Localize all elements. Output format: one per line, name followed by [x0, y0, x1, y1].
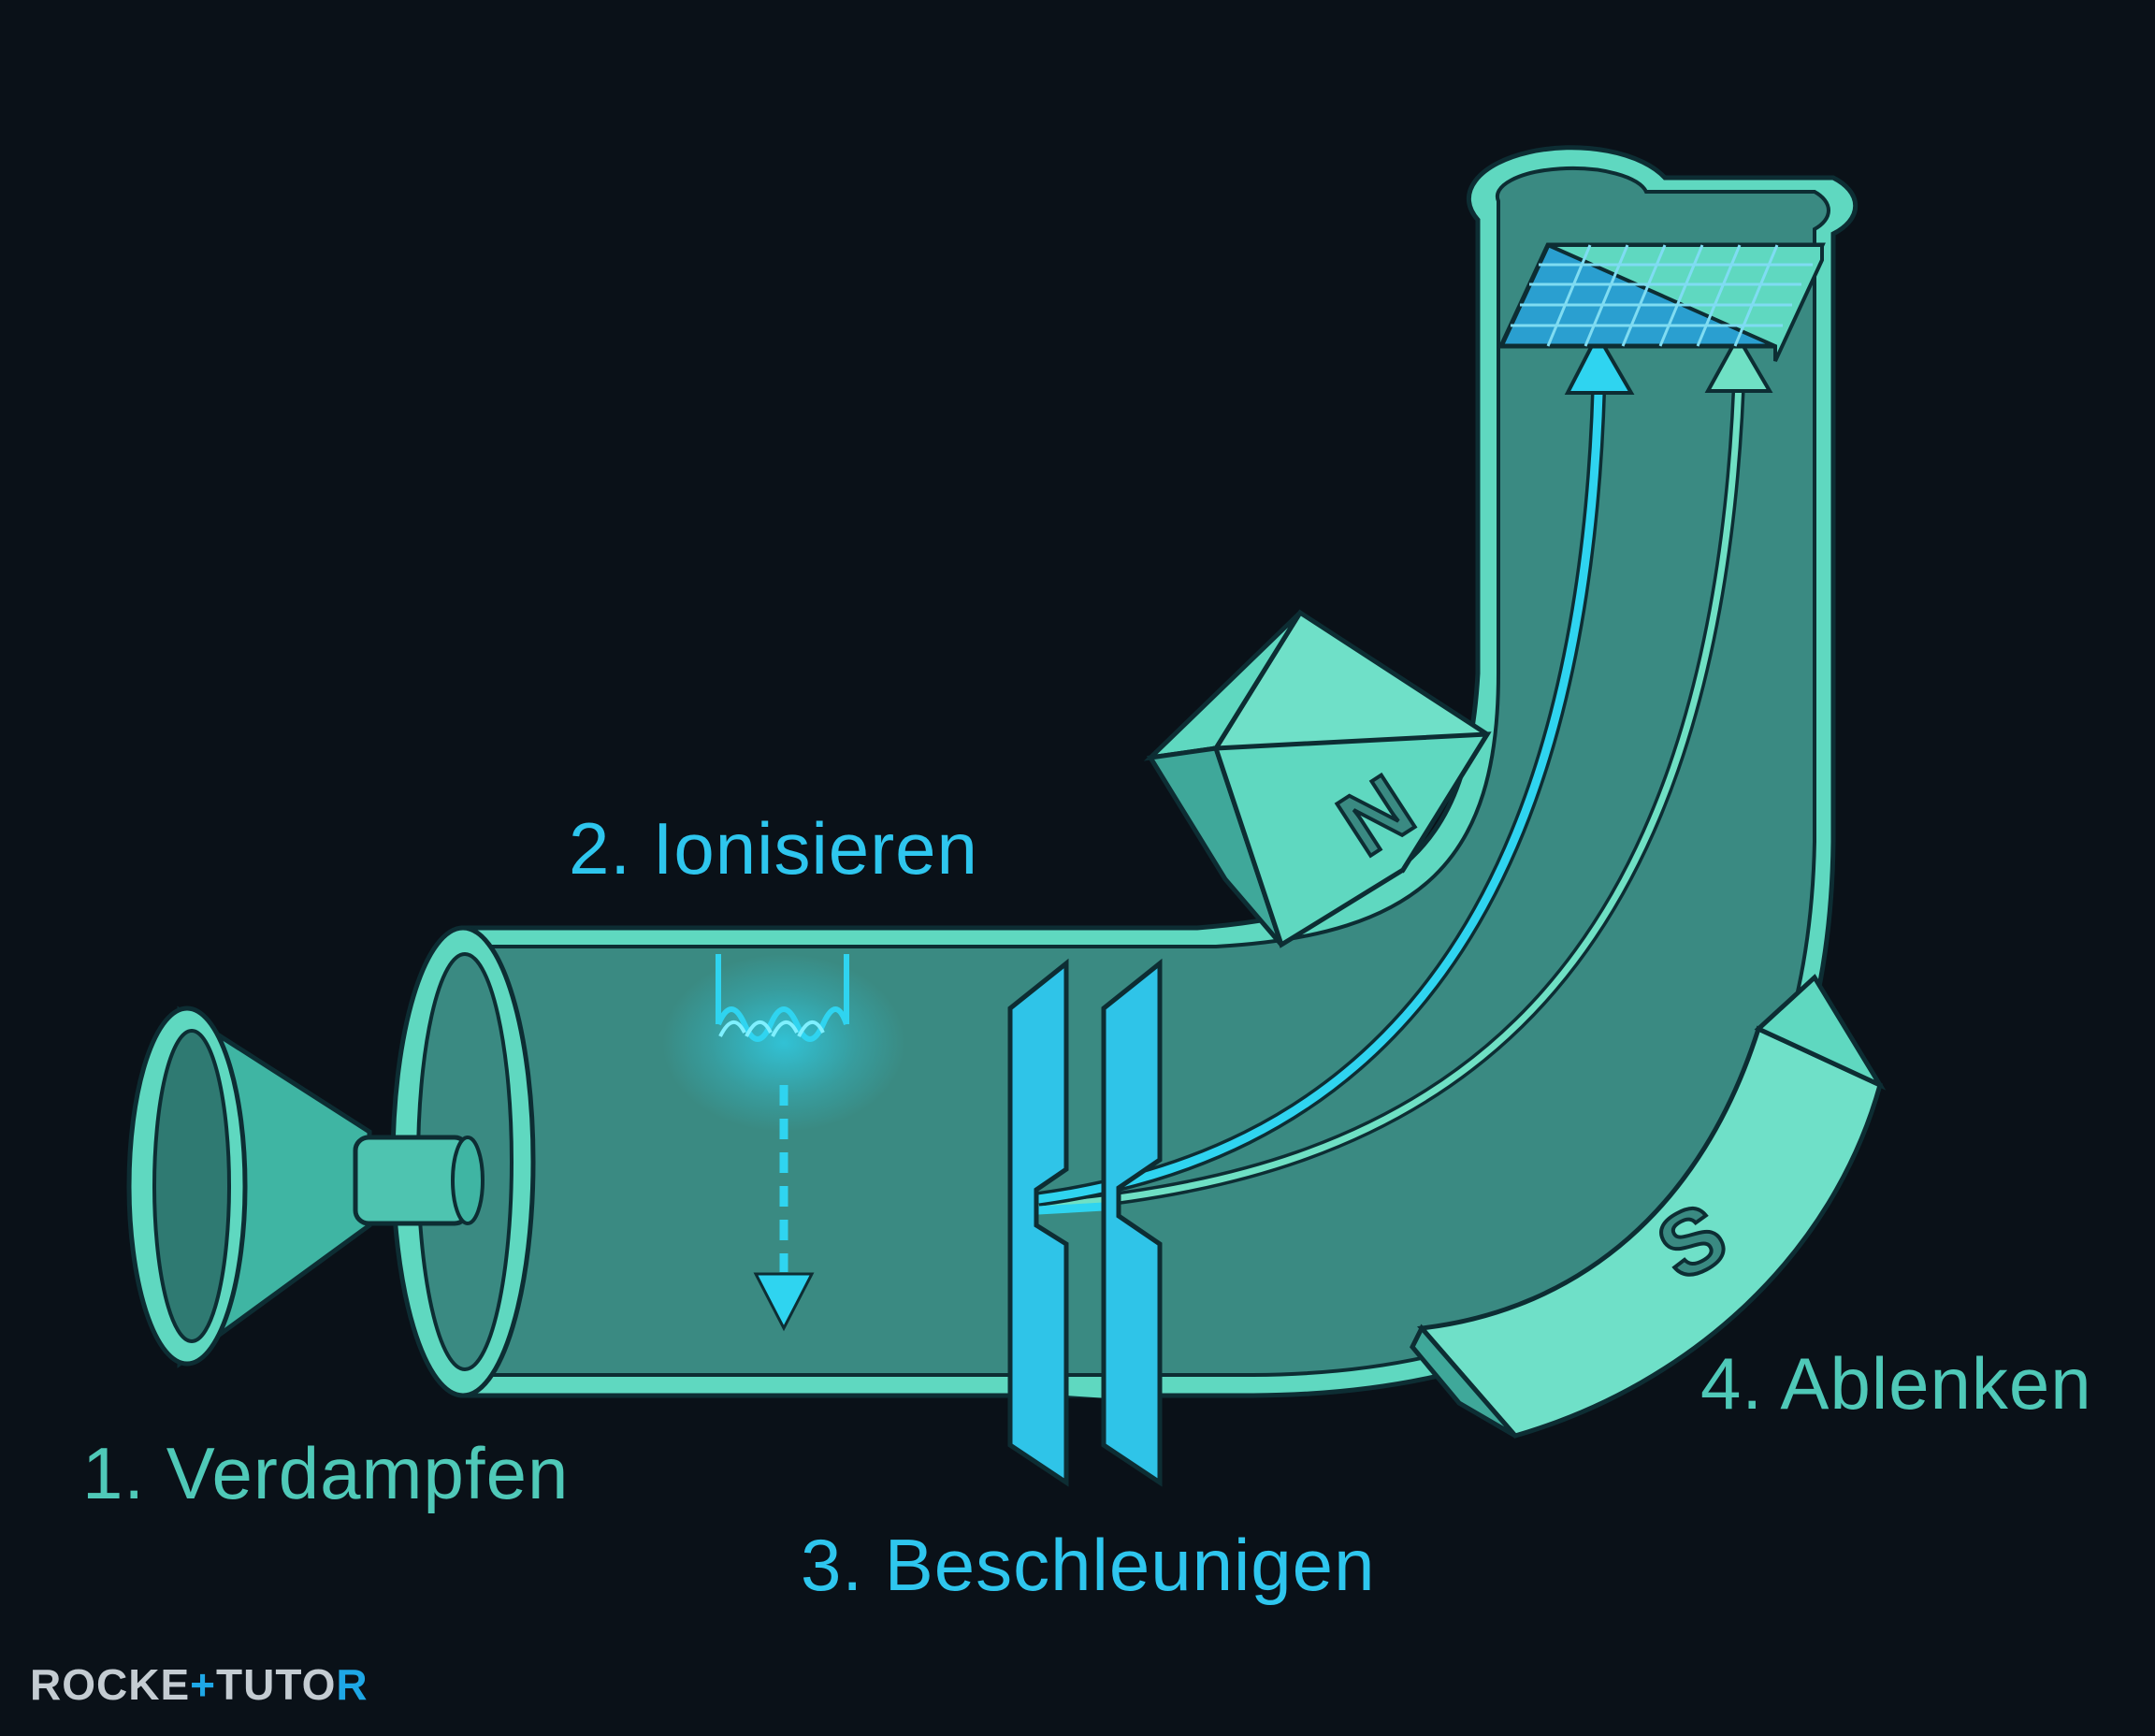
detector-grid-icon — [1497, 242, 1826, 362]
logo-part-2: TUTO — [216, 1660, 337, 1709]
filament-coil-icon — [662, 954, 905, 1132]
step-label-ablenken: 4. Ablenken — [1700, 1342, 2092, 1425]
magnet-south-icon: S — [1410, 974, 1887, 1439]
step-label-ionisieren: 2. Ionisieren — [569, 807, 978, 890]
brand-logo: ROCKE+TUTOR — [30, 1659, 369, 1710]
ion-drift-arrow — [753, 1085, 815, 1332]
ion-beam-paths — [1036, 330, 1773, 1215]
magnet-north-icon: N — [1143, 609, 1492, 948]
funnel-icon — [126, 1005, 485, 1368]
logo-part-1: ROCKE — [30, 1660, 191, 1709]
step-label-beschleunigen: 3. Beschleunigen — [801, 1524, 1376, 1606]
step-label-verdampfen: 1. Verdampfen — [82, 1432, 570, 1514]
logo-part-3: R — [336, 1660, 369, 1709]
accelerator-plate-icon — [1007, 958, 1163, 1487]
logo-mark: + — [190, 1660, 216, 1709]
